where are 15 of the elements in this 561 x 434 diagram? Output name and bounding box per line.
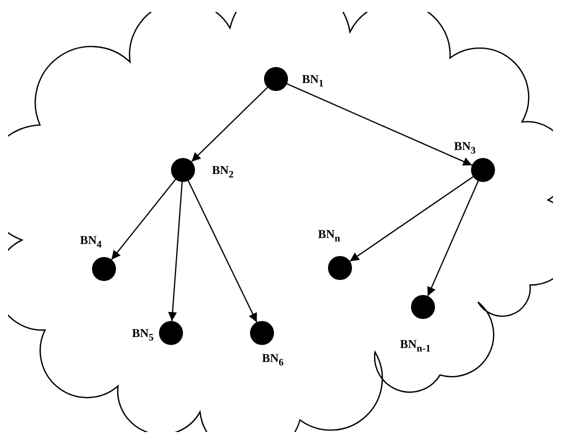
node-label: BN$_{3}$ (454, 140, 476, 156)
arrow (191, 86, 268, 162)
node-label: BN$_{n-1}$ (400, 338, 431, 354)
arrow (427, 180, 479, 296)
arrow (111, 179, 176, 260)
arrow (286, 83, 472, 166)
node-label: BN$_{n}$ (318, 228, 340, 244)
arrow (168, 182, 183, 322)
node-label: BN$_{5}$ (132, 327, 154, 344)
node-label: BN$_{6}$ (262, 352, 284, 368)
node-label: BN$_{1}$ (302, 73, 324, 90)
node-label: BN$_{2}$ (212, 164, 234, 180)
arrow (188, 180, 258, 322)
arrow (350, 176, 474, 262)
node-label: BN$_{4}$ (80, 234, 102, 250)
